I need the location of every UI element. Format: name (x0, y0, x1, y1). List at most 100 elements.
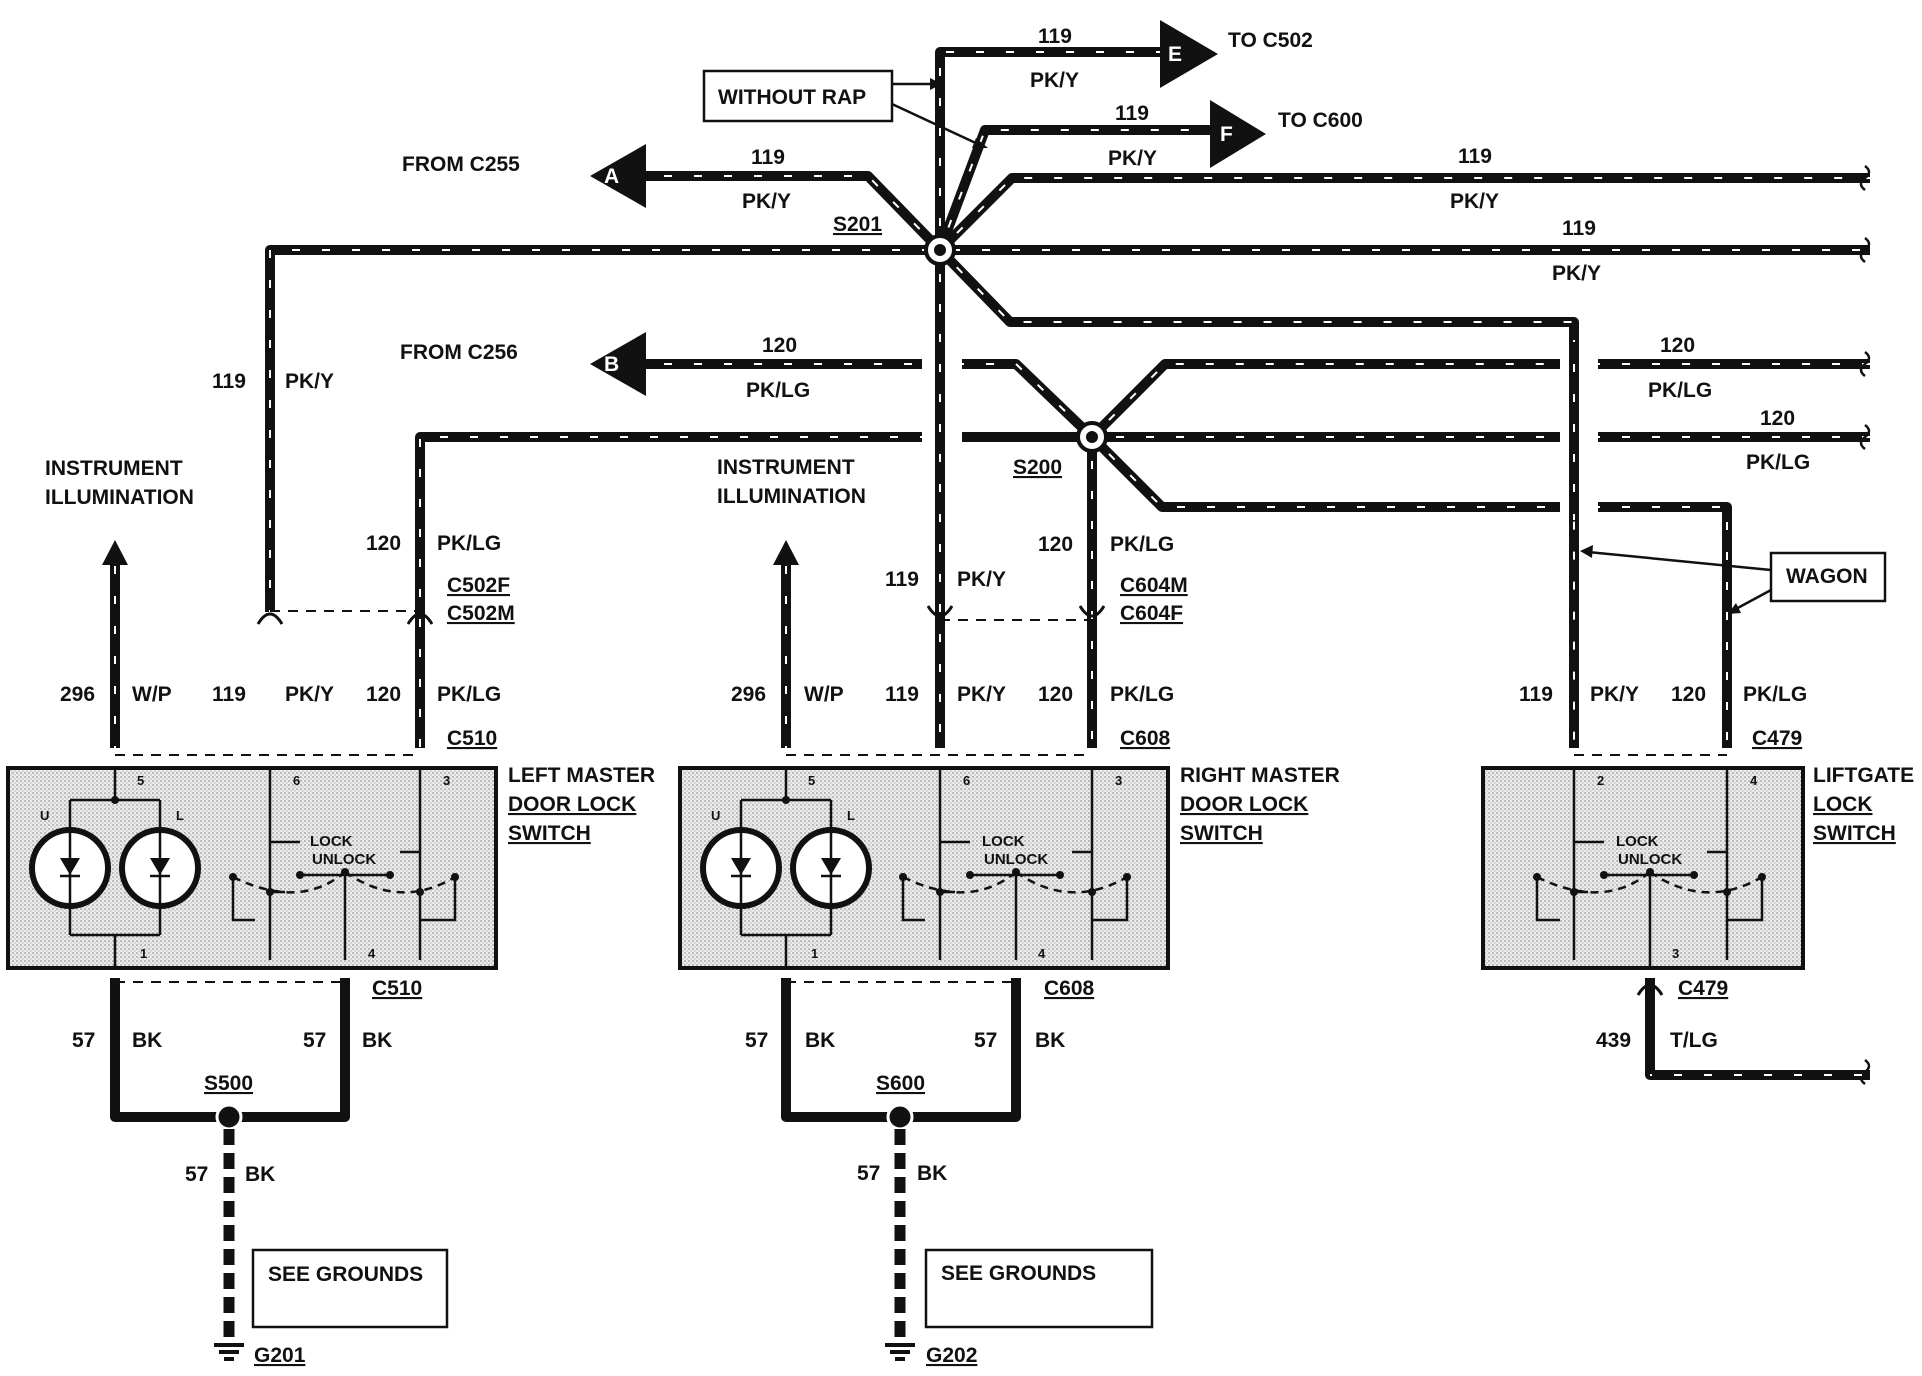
svg-text:3: 3 (1672, 946, 1679, 961)
wire-end-marks (1859, 165, 1871, 1085)
splice-s201-label: S201 (833, 213, 882, 236)
wire-color-pklg: PK/LG (1110, 533, 1174, 556)
wire-color-pky: PK/Y (1590, 683, 1639, 706)
ground-symbol-g202: G202 (885, 1343, 977, 1367)
svg-text:57: 57 (745, 1029, 768, 1052)
connector-marker-b: B (590, 332, 646, 396)
connector-c608-top-label: C608 (1120, 727, 1171, 750)
wire-label-119: 119 (885, 568, 919, 591)
wire-label-119: 119 (212, 370, 246, 393)
connector-marker-e: E (1160, 20, 1218, 88)
liftgate-lock-switch: LOCK UNLOCK 2 4 3 LIFTGATE LOCK SWITCH (1481, 764, 1914, 970)
svg-text:57: 57 (974, 1029, 997, 1052)
connector-c604f-label: C604F (1120, 602, 1183, 625)
svg-text:SEE GROUNDS: SEE GROUNDS (268, 1263, 423, 1286)
svg-text:3: 3 (1115, 773, 1122, 788)
svg-text:BK: BK (245, 1163, 275, 1186)
svg-text:UNLOCK: UNLOCK (984, 851, 1048, 868)
wire-color-pky: PK/Y (285, 683, 334, 706)
wire-label-439: 439 (1596, 1029, 1631, 1052)
svg-text:57: 57 (857, 1162, 880, 1185)
wagon-callout: WAGON (1580, 545, 1887, 614)
wire-color-pklg: PK/LG (1648, 379, 1712, 402)
wire-label-119: 119 (1562, 217, 1596, 240)
connector-c608-bottom-label: C608 (1044, 977, 1095, 1000)
svg-text:L: L (847, 808, 855, 823)
splice-s200: S200 (1013, 421, 1108, 479)
wire-color-wp: W/P (132, 683, 172, 706)
connector-marker-f: F (1210, 100, 1266, 168)
svg-text:5: 5 (137, 773, 144, 788)
wire-label-119: 119 (885, 683, 919, 706)
see-grounds-box-right: SEE GROUNDS (924, 1248, 1154, 1329)
left-switch-title: LEFT MASTER (508, 764, 655, 787)
svg-text:3: 3 (443, 773, 450, 788)
without-rap-label: WITHOUT RAP (718, 86, 866, 109)
right-master-door-lock-switch: U L LOCK UNLOCK 5 6 3 1 4 RIGHT MASTER D… (678, 764, 1340, 970)
wire-color-tlg: T/LG (1670, 1029, 1718, 1052)
svg-text:1: 1 (140, 946, 147, 961)
illumination-label-right: ILLUMINATION (717, 485, 866, 508)
illumination-label-left: ILLUMINATION (45, 486, 194, 509)
svg-text:L: L (176, 808, 184, 823)
svg-text:UNLOCK: UNLOCK (1618, 851, 1682, 868)
svg-text:SWITCH: SWITCH (508, 822, 591, 845)
liftgate-switch-title: LIFTGATE (1813, 764, 1914, 787)
left-master-door-lock-switch: U L LOCK UNLOCK 5 6 3 1 4 LEFT MASTER DO… (6, 764, 655, 970)
wire-color-pky: PK/Y (1450, 190, 1499, 213)
svg-text:BK: BK (132, 1029, 162, 1052)
splice-s201: S201 (833, 213, 956, 266)
wire-color-pklg: PK/LG (1743, 683, 1807, 706)
wire-label-120: 120 (366, 683, 401, 706)
svg-text:SWITCH: SWITCH (1180, 822, 1263, 845)
wire-color-pklg: PK/LG (437, 683, 501, 706)
connector-c479-top-label: C479 (1752, 727, 1802, 750)
wire-label-120: 120 (1038, 683, 1073, 706)
svg-text:5: 5 (808, 773, 815, 788)
see-grounds-box-left: SEE GROUNDS (251, 1248, 449, 1329)
wire-label-120: 120 (1760, 407, 1795, 430)
wire-color-pky: PK/Y (1030, 69, 1079, 92)
connector-marker-a: A (590, 144, 646, 208)
wire-color-pklg: PK/LG (1110, 683, 1174, 706)
ground-g202-label: G202 (926, 1344, 977, 1367)
svg-text:LOCK: LOCK (1616, 833, 1659, 850)
wire-color-pky: PK/Y (742, 190, 791, 213)
svg-text:2: 2 (1597, 773, 1604, 788)
svg-text:1: 1 (811, 946, 818, 961)
connector-c510-top-label: C510 (447, 727, 497, 750)
marker-a-label: A (604, 165, 619, 188)
wire-color-pky: PK/Y (957, 568, 1006, 591)
svg-text:BK: BK (1035, 1029, 1065, 1052)
svg-text:57: 57 (303, 1029, 326, 1052)
svg-text:DOOR LOCK: DOOR LOCK (508, 793, 636, 816)
wire-label-296: 296 (731, 683, 766, 706)
svg-text:SWITCH: SWITCH (1813, 822, 1896, 845)
wire-color-pklg: PK/LG (437, 532, 501, 555)
from-c256-label: FROM C256 (400, 341, 518, 364)
connector-c502m-label: C502M (447, 602, 515, 625)
splice-s200-label: S200 (1013, 456, 1062, 479)
splice-s500-label: S500 (204, 1072, 253, 1095)
marker-e-label: E (1168, 43, 1182, 66)
wire-label-119: 119 (1519, 683, 1553, 706)
wire-label-120: 120 (1660, 334, 1695, 357)
right-switch-title: RIGHT MASTER (1180, 764, 1340, 787)
ground-symbol-g201: G201 (214, 1343, 306, 1367)
wagon-label: WAGON (1786, 565, 1868, 588)
wire-color-wp: W/P (804, 683, 844, 706)
svg-text:LOCK: LOCK (310, 833, 353, 850)
svg-text:BK: BK (362, 1029, 392, 1052)
svg-text:57: 57 (72, 1029, 95, 1052)
wire-label-119: 119 (212, 683, 246, 706)
marker-b-label: B (604, 353, 619, 376)
illumination-label-right: INSTRUMENT (717, 456, 855, 479)
svg-text:DOOR LOCK: DOOR LOCK (1180, 793, 1308, 816)
splice-s600-label: S600 (876, 1072, 925, 1095)
connector-c502f-label: C502F (447, 574, 510, 597)
svg-text:U: U (711, 808, 720, 823)
svg-text:6: 6 (293, 773, 300, 788)
marker-f-label: F (1220, 123, 1233, 146)
svg-text:U: U (40, 808, 49, 823)
wire-label-296: 296 (60, 683, 95, 706)
